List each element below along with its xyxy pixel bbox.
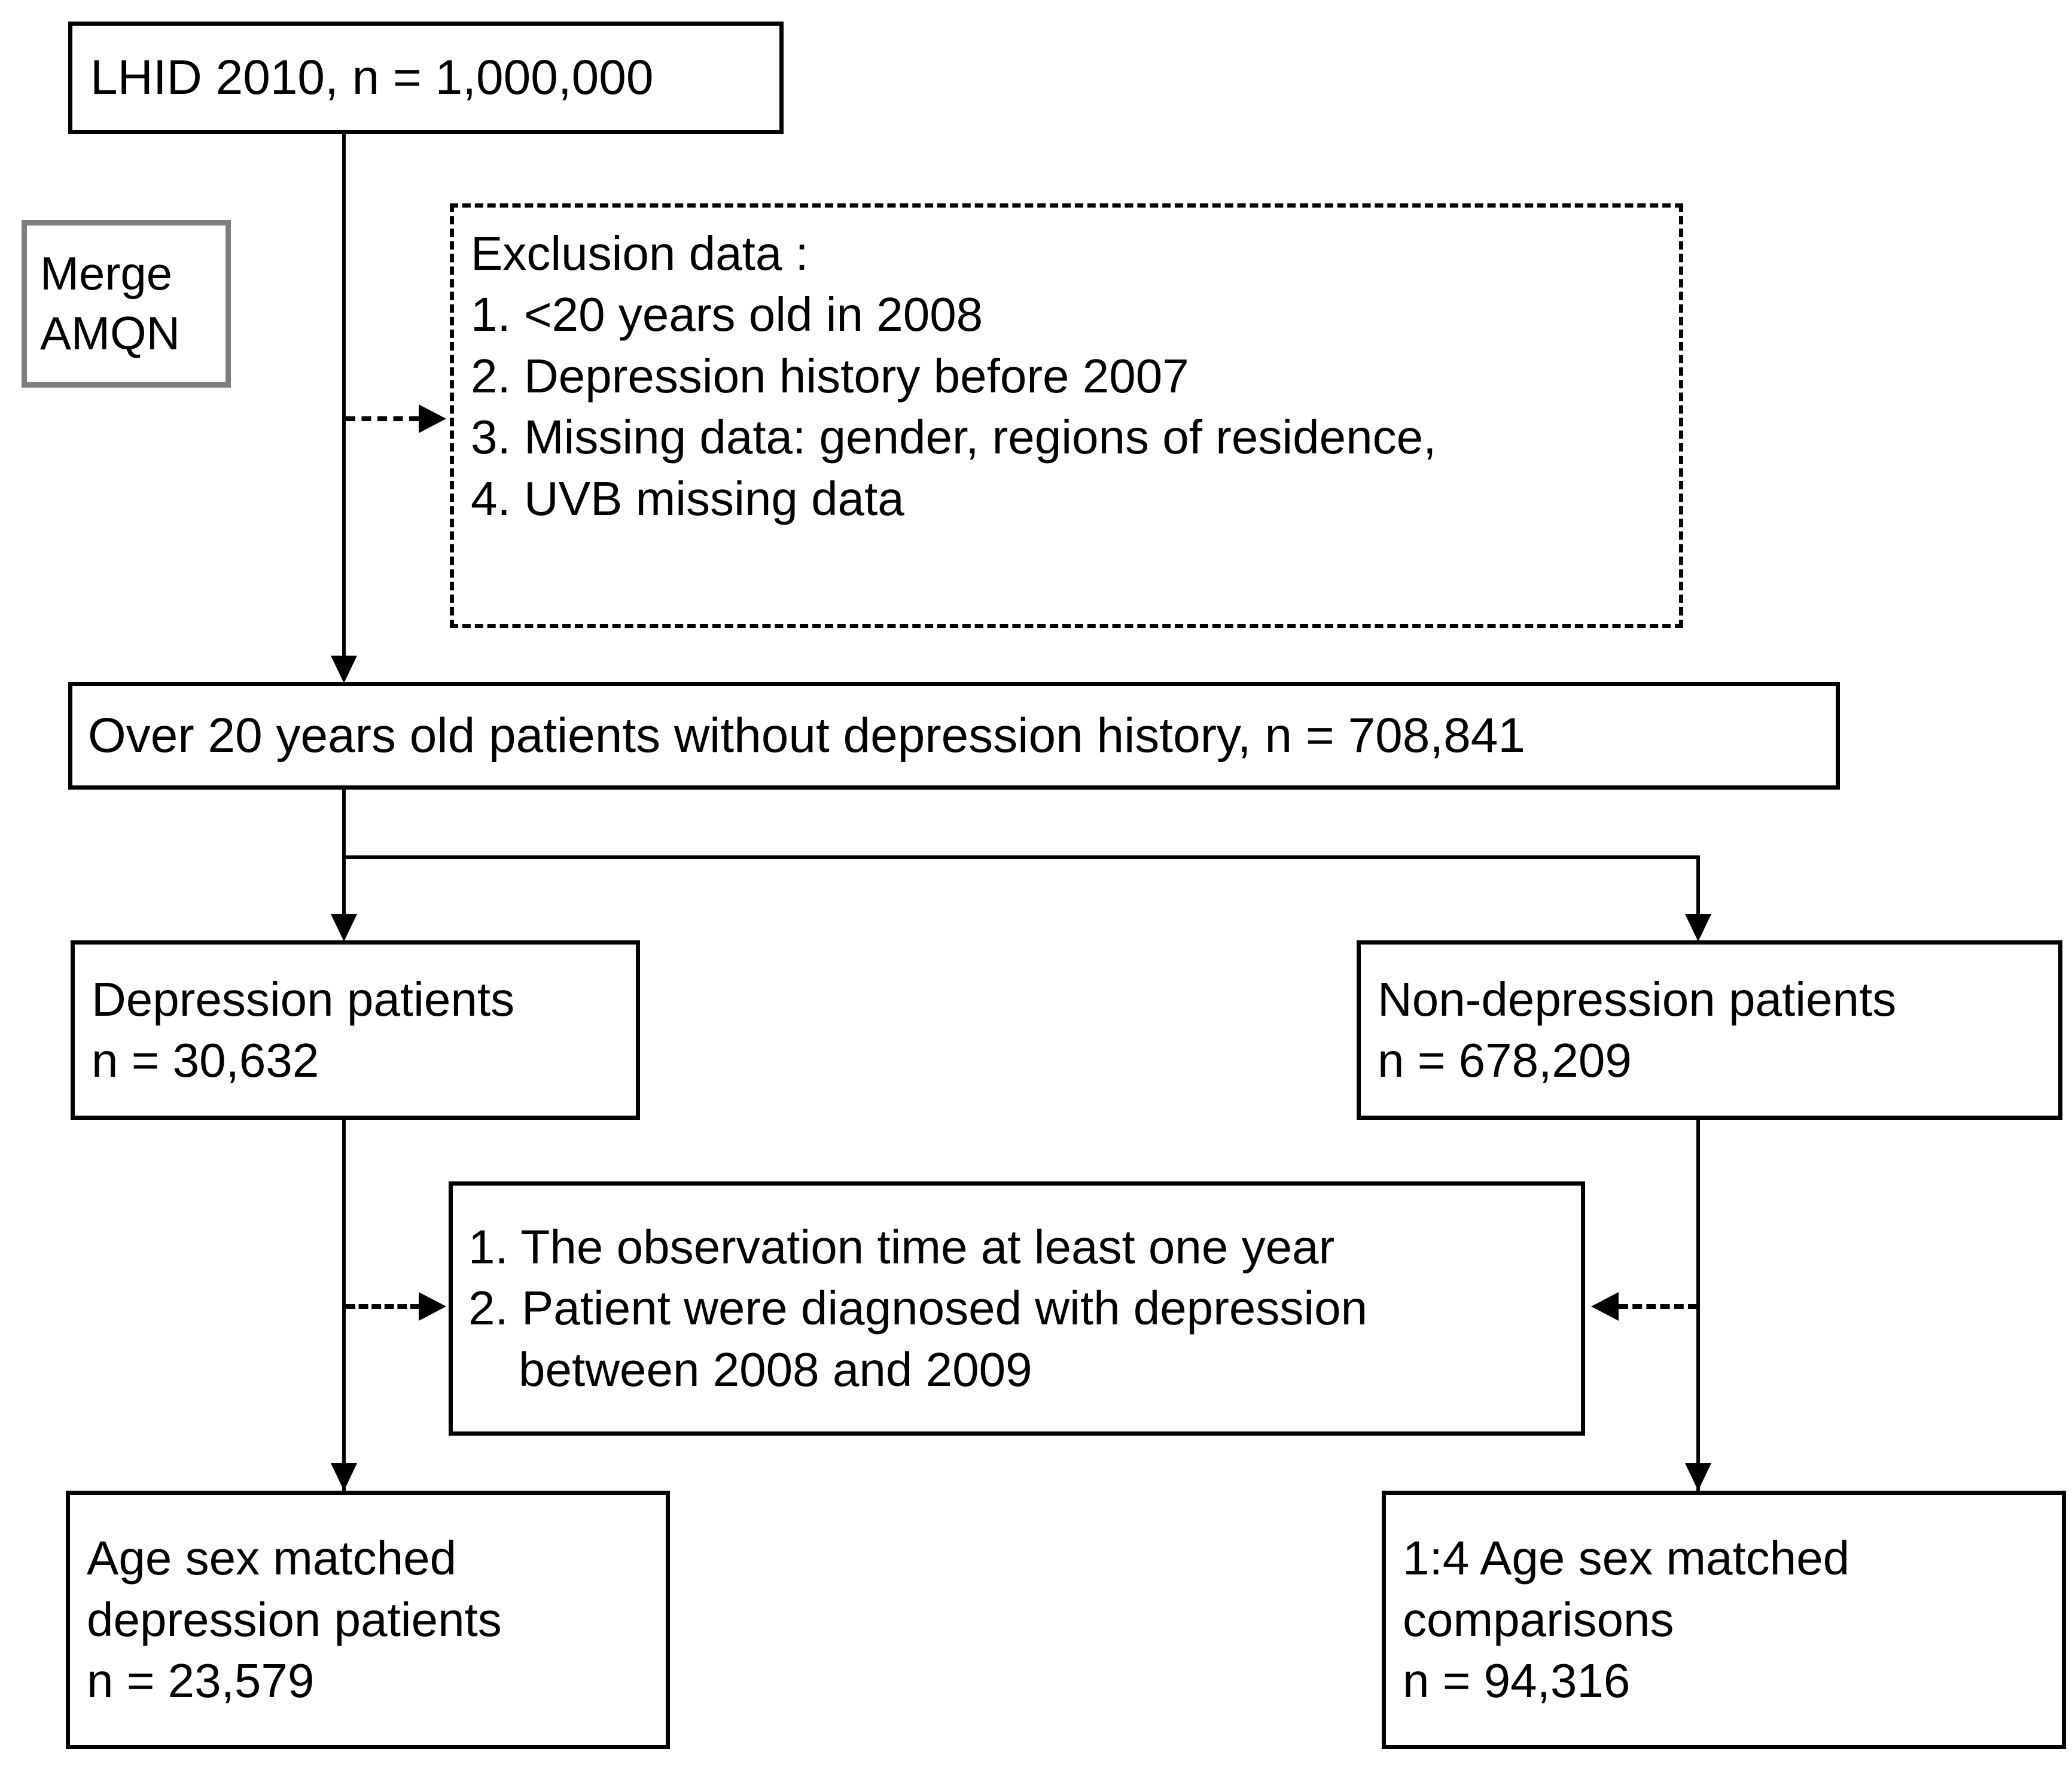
- arrow-to-non-depression-patients: [1685, 914, 1711, 942]
- connector-depression-to-matched: [342, 1120, 346, 1515]
- connector-branch-right: [1696, 855, 1700, 924]
- depression-patients-line-1: Depression patients: [92, 972, 515, 1026]
- exclusion-line-1: Exclusion data :: [471, 227, 809, 280]
- eligible-cohort-line-1: Over 20 years old patients without depre…: [88, 708, 1525, 763]
- source-cohort-line-1: LHID 2010, n = 1,000,000: [90, 50, 654, 105]
- node-exclusion-criteria: Exclusion data : 1. <20 years old in 200…: [450, 203, 1683, 628]
- non-depression-patients-line-2: n = 678,209: [1378, 1034, 1632, 1087]
- node-source-cohort: LHID 2010, n = 1,000,000: [68, 22, 784, 134]
- node-eligible-cohort: Over 20 years old patients without depre…: [68, 682, 1840, 790]
- matched-comparisons-line-2: comparisons: [1403, 1592, 1674, 1646]
- merge-amqn-line-1: Merge: [40, 247, 173, 300]
- arrow-non-depression-to-comparisons: [1685, 1463, 1711, 1491]
- connector-source-to-eligible: [342, 134, 346, 665]
- arrow-trunk-to-exclusion: [419, 404, 446, 433]
- arrow-depression-to-matched: [331, 1463, 357, 1491]
- node-inclusion-criteria: 1. The observation time at least one yea…: [449, 1181, 1585, 1436]
- node-depression-patients: Depression patients n = 30,632: [71, 940, 640, 1120]
- connector-branch-bar: [342, 855, 1700, 859]
- node-non-depression-patients: Non-depression patients n = 678,209: [1357, 940, 2062, 1120]
- matched-comparisons-line-3: n = 94,316: [1403, 1654, 1631, 1708]
- exclusion-line-4: 3. Missing data: gender, regions of resi…: [471, 410, 1437, 464]
- node-merge-amqn: Merge AMQN: [22, 220, 231, 388]
- depression-patients-line-2: n = 30,632: [92, 1034, 319, 1087]
- matched-depression-line-1: Age sex matched: [87, 1531, 457, 1585]
- non-depression-patients-line-1: Non-depression patients: [1378, 972, 1897, 1026]
- node-matched-comparisons: 1:4 Age sex matched comparisons n = 94,3…: [1382, 1491, 2066, 1749]
- connector-branch-left: [342, 855, 346, 924]
- inclusion-criteria-line-2: 2. Patient were diagnosed with depressio…: [468, 1281, 1368, 1335]
- exclusion-line-3: 2. Depression history before 2007: [471, 349, 1189, 403]
- connector-trunk-to-exclusion: [346, 416, 419, 421]
- arrow-left-to-criteria: [419, 1292, 446, 1321]
- merge-amqn-line-2: AMQN: [40, 307, 180, 360]
- arrow-right-to-criteria: [1591, 1292, 1619, 1321]
- inclusion-criteria-line-1: 1. The observation time at least one yea…: [468, 1220, 1335, 1274]
- arrow-source-to-eligible: [331, 656, 357, 683]
- connector-right-to-criteria: [1619, 1304, 1698, 1309]
- matched-depression-line-3: n = 23,579: [87, 1654, 315, 1708]
- matched-comparisons-line-1: 1:4 Age sex matched: [1403, 1531, 1850, 1585]
- connector-eligible-stem: [342, 790, 346, 858]
- matched-depression-line-2: depression patients: [87, 1592, 502, 1646]
- exclusion-line-5: 4. UVB missing data: [471, 471, 904, 525]
- node-matched-depression: Age sex matched depression patients n = …: [66, 1491, 670, 1749]
- connector-non-depression-to-comparisons: [1696, 1120, 1700, 1515]
- connector-left-to-criteria: [346, 1304, 420, 1309]
- exclusion-line-2: 1. <20 years old in 2008: [471, 288, 983, 342]
- inclusion-criteria-line-3: between 2008 and 2009: [519, 1342, 1032, 1396]
- arrow-to-depression-patients: [331, 914, 357, 942]
